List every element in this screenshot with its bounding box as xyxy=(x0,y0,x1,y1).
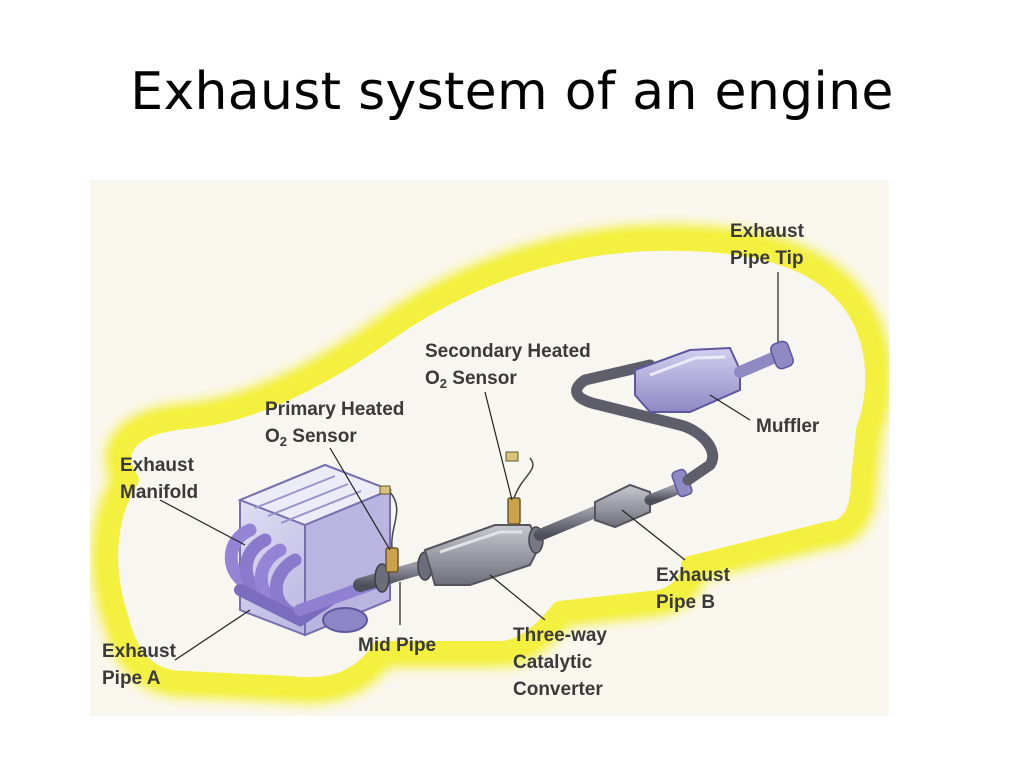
tail-pipe xyxy=(571,359,719,486)
slide-title: Exhaust system of an engine xyxy=(130,62,894,122)
label-exhaust-manifold-line1: Exhaust xyxy=(120,455,194,476)
leader-exhaust-manifold xyxy=(159,499,246,546)
label-catalytic-converter-line2: Catalytic xyxy=(513,652,593,673)
catalytic-converter xyxy=(423,524,544,586)
label-primary-sensor-line2: O2 Sensor xyxy=(265,423,404,451)
o-symbol: O xyxy=(425,368,440,389)
subscript-2: 2 xyxy=(279,434,288,449)
car-silhouette xyxy=(92,224,889,704)
label-catalytic-converter-line3: Converter xyxy=(513,679,603,700)
secondary-o2-sensor xyxy=(505,451,534,525)
o-symbol: O xyxy=(265,426,280,447)
leader-primary-sensor xyxy=(329,447,391,551)
sensor-word: Sensor xyxy=(287,426,357,447)
subscript-2: 2 xyxy=(439,376,448,391)
label-catalytic-converter-line1: Three-way xyxy=(513,625,607,646)
leader-secondary-sensor xyxy=(484,391,513,501)
exhaust-diagram: Exhaust Pipe Tip Secondary Heated O2 Sen… xyxy=(90,180,889,716)
label-secondary-sensor-line2: O2 Sensor xyxy=(425,365,591,393)
label-exhaust-pipe-tip-line1: Exhaust xyxy=(730,221,804,242)
leader-lines xyxy=(159,272,779,661)
label-muffler: Muffler xyxy=(756,413,819,440)
label-primary-sensor-line1: Primary Heated xyxy=(265,399,405,420)
label-muffler-text: Muffler xyxy=(756,416,820,437)
primary-o2-sensor xyxy=(379,485,399,573)
diagram-drawing xyxy=(92,224,889,704)
leader-exhaust-pipe-a xyxy=(174,609,251,661)
label-exhaust-pipe-tip: Exhaust Pipe Tip xyxy=(730,218,804,272)
exhaust-pipe-b xyxy=(534,468,693,541)
label-exhaust-pipe-b-line1: Exhaust xyxy=(656,565,730,586)
label-secondary-sensor-line1: Secondary Heated xyxy=(425,341,591,362)
car-outline xyxy=(100,232,884,696)
sensor-word: Sensor xyxy=(447,368,517,389)
label-primary-sensor: Primary Heated O2 Sensor xyxy=(265,396,404,451)
muffler xyxy=(634,340,794,413)
leader-catalytic-converter xyxy=(489,574,546,621)
label-exhaust-pipe-b-line2: Pipe B xyxy=(656,592,716,613)
label-catalytic-converter: Three-way Catalytic Converter xyxy=(513,622,607,703)
label-mid-pipe: Mid Pipe xyxy=(358,632,436,659)
label-exhaust-pipe-tip-line2: Pipe Tip xyxy=(730,248,804,269)
label-exhaust-pipe-a-line2: Pipe A xyxy=(102,668,161,689)
leader-muffler xyxy=(709,394,751,421)
label-exhaust-pipe-a: Exhaust Pipe A xyxy=(102,638,176,692)
label-secondary-sensor: Secondary Heated O2 Sensor xyxy=(425,338,591,393)
label-exhaust-pipe-a-line1: Exhaust xyxy=(102,641,176,662)
label-mid-pipe-text: Mid Pipe xyxy=(358,635,437,656)
label-exhaust-pipe-b: Exhaust Pipe B xyxy=(656,562,730,616)
label-exhaust-manifold: Exhaust Manifold xyxy=(120,452,198,506)
leader-exhaust-pipe-b xyxy=(621,509,686,561)
label-exhaust-manifold-line2: Manifold xyxy=(120,482,199,503)
